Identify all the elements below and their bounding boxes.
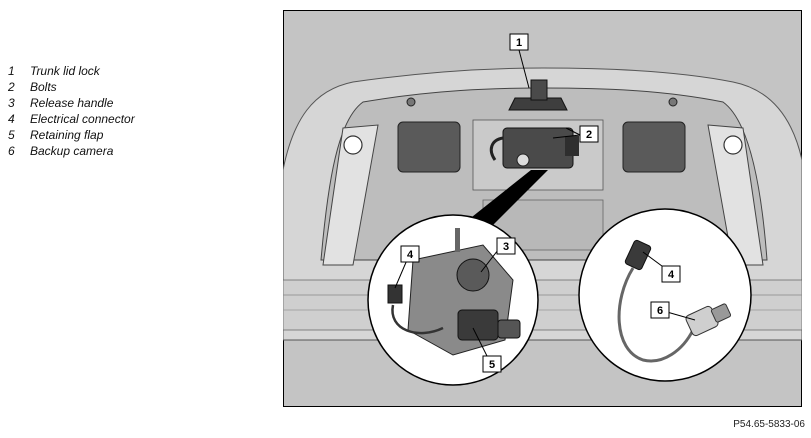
legend-item: 5 Retaining flap xyxy=(8,128,135,144)
legend-item: 6 Backup camera xyxy=(8,144,135,160)
svg-text:1: 1 xyxy=(516,37,522,49)
legend-label: Retaining flap xyxy=(30,128,104,142)
callout-2: 2 xyxy=(579,125,599,143)
svg-text:2: 2 xyxy=(586,129,592,141)
svg-text:4: 4 xyxy=(407,249,414,261)
left-dark-panel xyxy=(397,121,461,173)
right-dark-panel xyxy=(622,121,686,173)
legend-label: Bolts xyxy=(30,80,57,94)
illustration-svg: 1 2 3 4 5 4 6 xyxy=(283,10,802,407)
legend-label: Backup camera xyxy=(30,144,114,158)
svg-text:3: 3 xyxy=(503,241,509,253)
callout-3: 3 xyxy=(496,237,516,255)
callout-5: 5 xyxy=(482,355,502,373)
callout-1: 1 xyxy=(509,33,529,51)
legend-number: 5 xyxy=(8,128,15,142)
legend: 1 Trunk lid lock 2 Bolts 3 Release handl… xyxy=(8,64,135,160)
connector-block xyxy=(565,136,579,156)
lock-mechanism xyxy=(502,127,574,169)
right-hinge-hole xyxy=(723,135,743,155)
left-hinge-hole xyxy=(343,135,363,155)
legend-number: 1 xyxy=(8,64,15,78)
svg-text:5: 5 xyxy=(489,359,495,371)
legend-number: 4 xyxy=(8,112,15,126)
legend-item: 3 Release handle xyxy=(8,96,135,112)
figure-reference-code: P54.65-5833-06 xyxy=(733,419,805,430)
left-hinge-arm xyxy=(322,124,379,266)
trunk-lid-illustration: 1 2 3 4 5 4 6 xyxy=(283,10,802,407)
detail-circle-camera xyxy=(578,208,752,382)
legend-label: Electrical connector xyxy=(30,112,135,126)
legend-number: 6 xyxy=(8,144,15,158)
bolt-icon xyxy=(406,97,416,107)
legend-item: 1 Trunk lid lock xyxy=(8,64,135,80)
bolt-icon xyxy=(668,97,678,107)
latch-detail xyxy=(387,228,521,356)
legend-item: 4 Electrical connector xyxy=(8,112,135,128)
mechanism-pivot xyxy=(516,153,530,167)
legend-number: 3 xyxy=(8,96,15,110)
right-hinge-arm xyxy=(707,124,764,266)
legend-item: 2 Bolts xyxy=(8,80,135,96)
legend-label: Trunk lid lock xyxy=(30,64,100,78)
legend-number: 2 xyxy=(8,80,15,94)
callout-6: 6 xyxy=(650,301,670,319)
callout-4-camera: 4 xyxy=(661,265,681,283)
lock-body xyxy=(530,79,548,101)
callout-4-latch: 4 xyxy=(400,245,420,263)
svg-text:6: 6 xyxy=(657,305,663,317)
legend-label: Release handle xyxy=(30,96,114,110)
svg-text:4: 4 xyxy=(668,269,675,281)
cable xyxy=(489,136,504,161)
camera-detail xyxy=(617,239,732,363)
